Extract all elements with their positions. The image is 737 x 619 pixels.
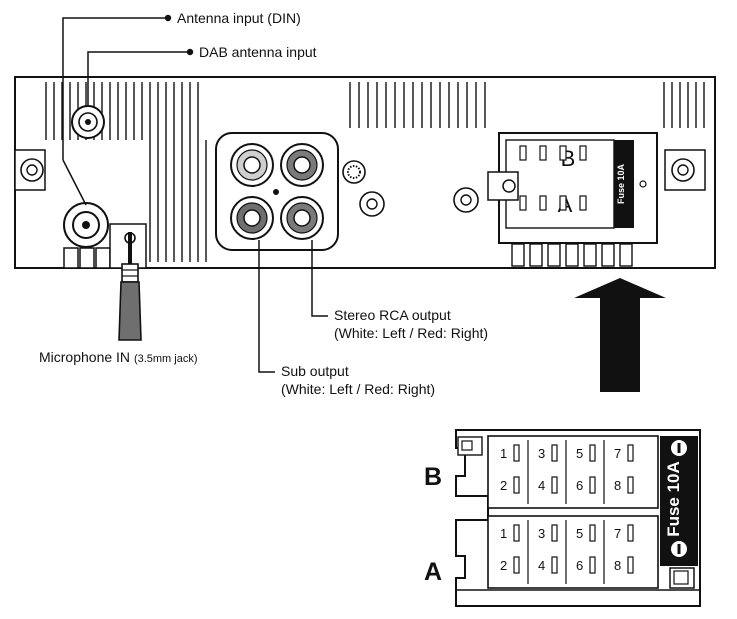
block-a-pin-number: 2: [500, 558, 507, 573]
block-a-pin-number: 4: [538, 558, 545, 573]
block-a-pin-terminal: [627, 524, 634, 542]
block-a-pin-number: 1: [500, 526, 507, 541]
fuse-icon: Fuse 10A: [660, 436, 698, 566]
din-antenna-jack: [63, 202, 109, 248]
rca-output-block: [215, 132, 339, 251]
block-b-pin-terminal: [513, 476, 520, 494]
up-arrow-icon: [574, 278, 666, 392]
block-b-pin-number: 4: [538, 478, 545, 493]
block-b-pin-number: 3: [538, 446, 545, 461]
block-a-pin-number: 6: [576, 558, 583, 573]
block-a-pin-terminal: [627, 556, 634, 574]
block-a-pin-terminal: [551, 524, 558, 542]
iso-connector-detail: 1 2 3 4 5 6 7 8 1 2 3 4 5 6 7 8 Fuse 10A: [455, 429, 701, 607]
block-a-pin-terminal: [551, 556, 558, 574]
mount-center: [453, 187, 479, 213]
block-b-pin-terminal: [513, 444, 520, 462]
stereo-rca-output-label: Stereo RCA output: [334, 307, 451, 323]
block-b-pin-terminal: [589, 444, 596, 462]
block-b-pin-number: 6: [576, 478, 583, 493]
block-a-pin-number: 7: [614, 526, 621, 541]
block-a-pin-terminal: [513, 556, 520, 574]
antenna-input-label: Antenna input (DIN): [177, 10, 301, 26]
block-a-pin-terminal: [513, 524, 520, 542]
rca-jack-white-bottom: [230, 196, 274, 240]
unit-iso-connector: Fuse 10A B A: [487, 132, 658, 267]
block-a-pin-number: 3: [538, 526, 545, 541]
block-b-pin-terminal: [551, 476, 558, 494]
block-b-label: B: [424, 463, 442, 491]
mount-left: [14, 149, 46, 191]
block-b-pin-number: 8: [614, 478, 621, 493]
fuse-label: Fuse 10A: [664, 461, 683, 537]
block-b-pin-terminal: [551, 444, 558, 462]
microphone-in-label: Microphone IN (3.5mm jack): [39, 349, 198, 365]
block-b-pin-number: 1: [500, 446, 507, 461]
dab-antenna-jack: [71, 105, 105, 139]
block-b-pin-terminal: [627, 476, 634, 494]
mount-right: [664, 149, 706, 191]
block-a-pin-terminal: [589, 524, 596, 542]
block-a-label: A: [424, 558, 442, 586]
svg-text:Fuse 10A: Fuse 10A: [616, 163, 626, 204]
block-b-pins: 1 2 3 4 5 6 7 8: [500, 440, 634, 504]
screw-2: [359, 191, 385, 217]
block-a-pins: 1 2 3 4 5 6 7 8: [500, 520, 634, 584]
rca-jack-white-top: [230, 143, 274, 187]
rca-jack-red-bottom: [280, 196, 324, 240]
sub-output-label: Sub output: [281, 363, 349, 379]
rca-jack-red-top: [280, 143, 324, 187]
block-a-pin-terminal: [589, 556, 596, 574]
connector-block-a: 1 2 3 4 5 6 7 8: [487, 515, 659, 589]
block-b-pin-number: 2: [500, 478, 507, 493]
microphone-in-text: Microphone IN: [39, 349, 130, 365]
bottom-tabs: [63, 247, 111, 269]
block-b-pin-terminal: [627, 444, 634, 462]
block-b-pin-number: 7: [614, 446, 621, 461]
screw-1: [342, 160, 366, 184]
connector-block-b: 1 2 3 4 5 6 7 8: [457, 435, 659, 509]
microphone-in-note: (3.5mm jack): [134, 353, 198, 365]
block-b-pin-terminal: [589, 476, 596, 494]
stereo-rca-output-note: (White: Left / Red: Right): [334, 325, 488, 341]
microphone-plug: [118, 232, 142, 341]
dab-antenna-input-label: DAB antenna input: [199, 44, 317, 60]
block-b-pin-number: 5: [576, 446, 583, 461]
sub-output-note: (White: Left / Red: Right): [281, 381, 435, 397]
leader-lines: [62, 17, 328, 373]
head-unit-rear-panel: Fuse 10A B A: [14, 76, 716, 269]
block-a-pin-number: 5: [576, 526, 583, 541]
block-a-pin-number: 8: [614, 558, 621, 573]
